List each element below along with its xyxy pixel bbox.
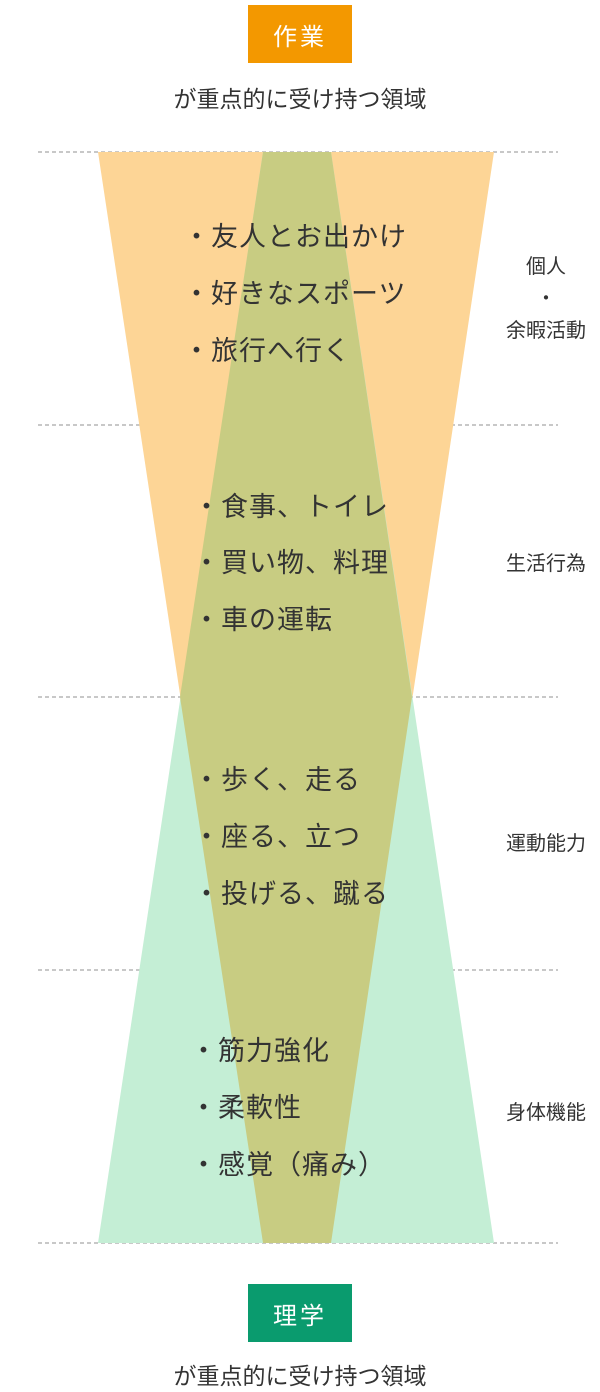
level-label-body-function: 身体機能 — [494, 1096, 598, 1128]
list-item: ・好きなスポーツ — [183, 279, 407, 310]
level-label-motor-ability: 運動能力 — [494, 827, 598, 859]
level-label-line: 運動能力 — [506, 831, 586, 855]
list-item: ・食事、トイレ — [193, 492, 389, 523]
level-label-line: 身体機能 — [506, 1100, 586, 1124]
list-item: ・旅行へ行く — [183, 336, 351, 367]
overlap-region — [180, 152, 412, 1243]
level-label-line: 個人 — [526, 254, 566, 278]
level-label-leisure: 個人 ・ 余暇活動 — [496, 250, 596, 346]
list-item: ・車の運転 — [193, 605, 333, 636]
list-item: ・座る、立つ — [193, 822, 361, 853]
occupational-therapy-caption: が重点的に受け持つ領域 — [173, 87, 427, 113]
level-label-line: 余暇活動 — [506, 318, 586, 342]
physical-therapy-caption: が重点的に受け持つ領域 — [173, 1364, 427, 1390]
level-label-line: 生活行為 — [506, 551, 586, 575]
occupational-therapy-badge: 作業 — [248, 5, 352, 63]
list-item: ・柔軟性 — [190, 1093, 302, 1124]
list-item: ・友人とお出かけ — [183, 222, 407, 253]
list-item: ・感覚（痛み） — [190, 1150, 386, 1181]
list-item: ・筋力強化 — [190, 1036, 330, 1067]
list-item: ・買い物、料理 — [193, 548, 389, 579]
list-item: ・歩く、走る — [193, 765, 361, 796]
physical-therapy-badge: 理学 — [248, 1284, 352, 1342]
level-label-daily-living: 生活行為 — [494, 547, 598, 579]
list-item: ・投げる、蹴る — [193, 879, 389, 910]
level-label-line: ・ — [536, 286, 556, 310]
